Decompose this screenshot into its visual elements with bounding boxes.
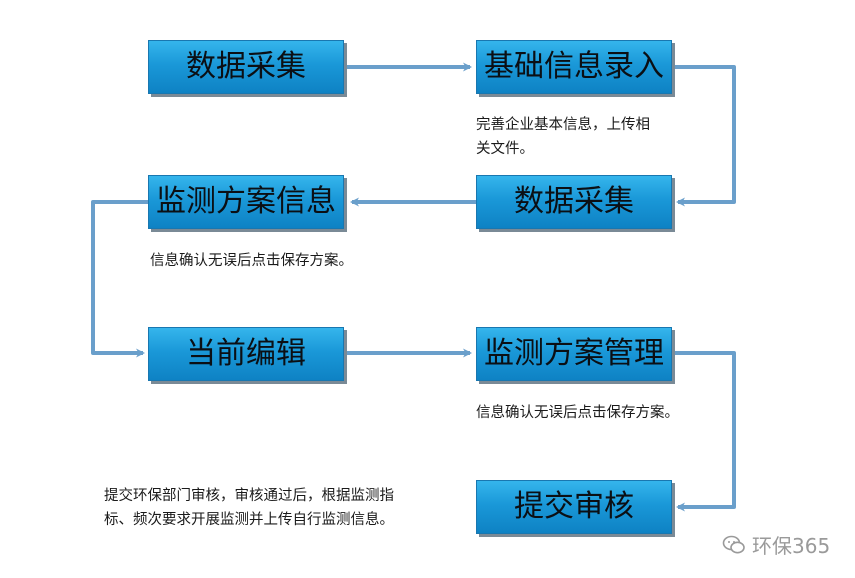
note-basic-info: 完善企业基本信息，上传相 关文件。	[476, 113, 650, 161]
note-save-plan-2: 信息确认无误后点击保存方案。	[476, 405, 679, 421]
arrow-plan-info-to-edit	[91, 200, 150, 358]
node-monitoring-plan-management: 监测方案管理	[476, 327, 672, 381]
watermark-text: 环保365	[752, 534, 831, 558]
node-submit-review: 提交审核	[476, 480, 672, 534]
node-monitoring-plan-info: 监测方案信息	[148, 175, 344, 229]
wechat-icon	[722, 535, 745, 553]
arrow-plan-mgmt-to-submit	[672, 351, 736, 512]
node-current-edit: 当前编辑	[148, 327, 344, 381]
note-submit-review: 提交环保部门审核，审核通过后，根据监测指 标、频次要求开展监测并上传自行监测信息…	[104, 484, 394, 532]
note-save-plan-1: 信息确认无误后点击保存方案。	[150, 253, 353, 269]
node-data-collection-2: 数据采集	[476, 175, 672, 229]
note-basic-info-line-1: 完善企业基本信息，上传相	[476, 117, 650, 133]
note-submit-review-line-1: 提交环保部门审核，审核通过后，根据监测指	[104, 488, 394, 504]
watermark: 环保365	[722, 530, 830, 559]
node-basic-info-entry: 基础信息录入	[476, 40, 672, 94]
note-basic-info-line-2: 关文件。	[476, 141, 534, 157]
node-data-collection: 数据采集	[148, 40, 344, 94]
arrow-entry-to-collect2	[672, 65, 736, 207]
note-submit-review-line-2: 标、频次要求开展监测并上传自行监测信息。	[104, 512, 394, 528]
